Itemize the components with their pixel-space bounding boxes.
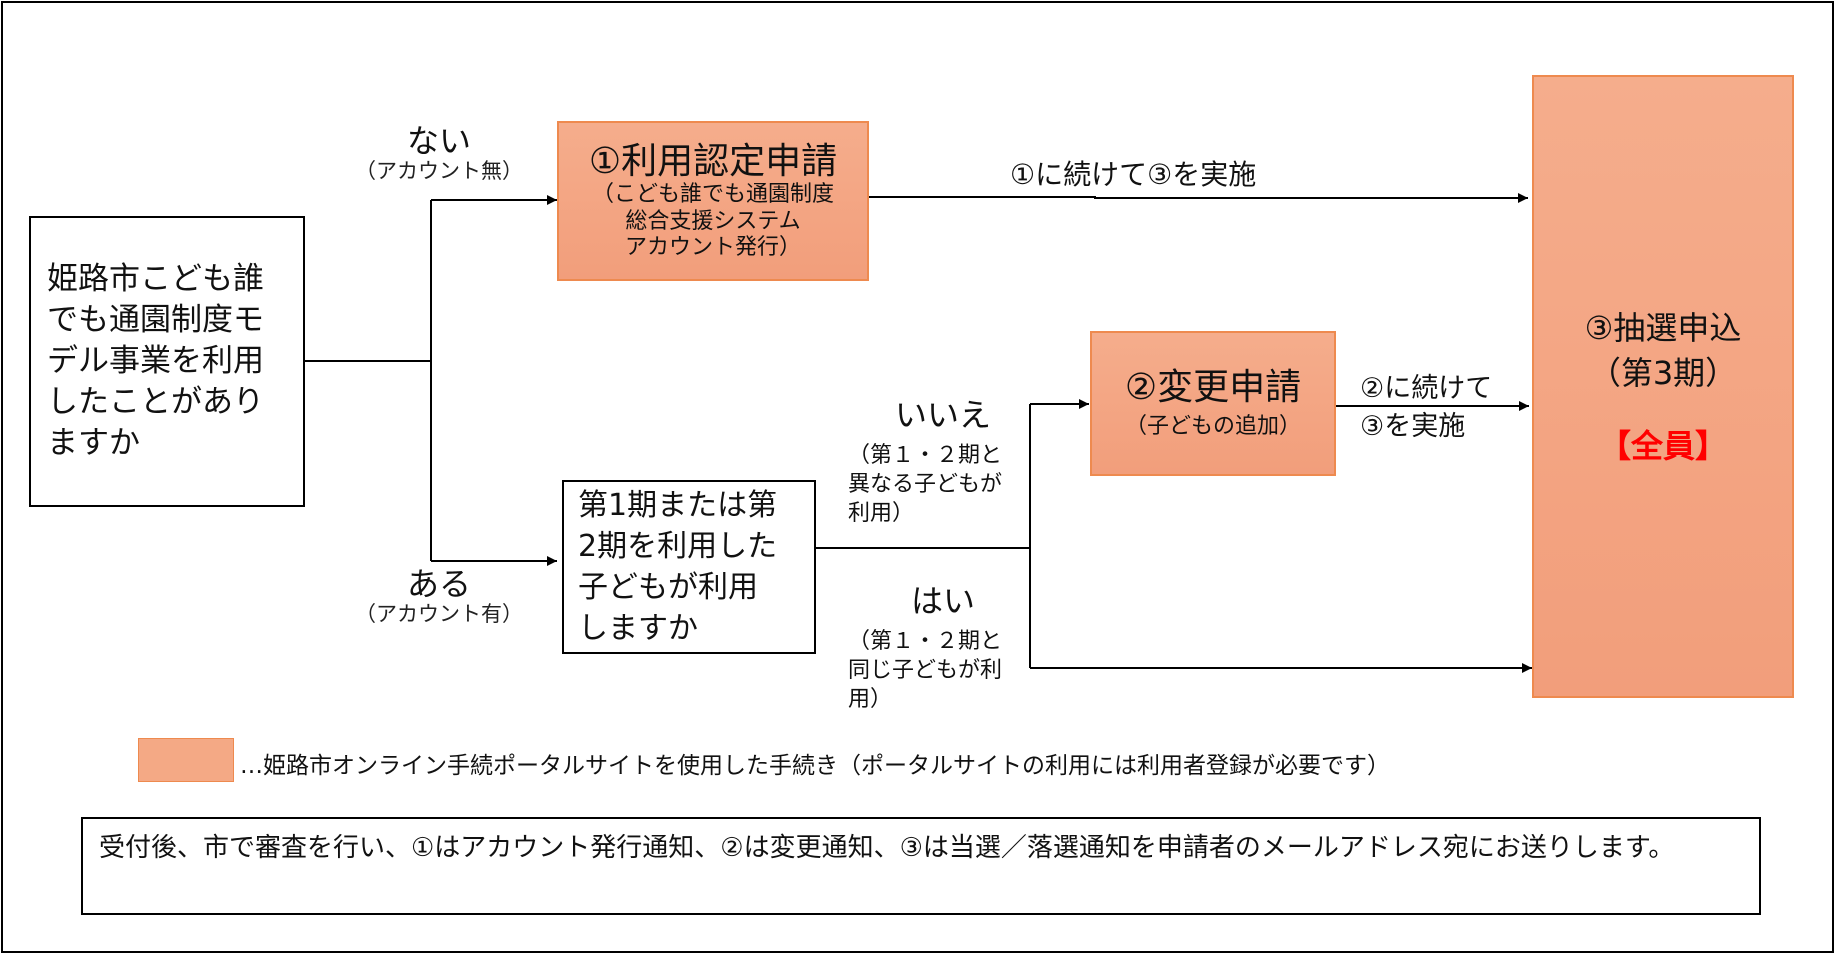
branch-no-text: ない — [406, 122, 471, 160]
second-question-line: 2期を利用した — [578, 529, 778, 564]
step2-change-application: ②変更申請 （子どもの追加） — [1090, 331, 1336, 476]
step2-subtitle: （子どもの追加） — [1124, 414, 1301, 439]
legend-text: …姫路市オンライン手続ポータルサイトを使用した手続き（ポータルサイトの利用には利… — [240, 753, 1390, 779]
step3-title-line: ③抽選申込 — [1584, 308, 1742, 347]
branch-yes-label: ある （アカウント有） — [355, 565, 523, 627]
step2-title: ②変更申請 — [1124, 366, 1302, 408]
second-question-box: 第1期または第 2期を利用した 子どもが利用 しますか — [562, 480, 816, 654]
branch-hai-condition-line: 用） — [848, 687, 893, 712]
edge2-label-line: ③を実施 — [1360, 411, 1466, 442]
branch-yes-text: ある — [406, 565, 471, 603]
step3-title-line: （第3期） — [1588, 353, 1738, 392]
branch-yes-subtext: （アカウント有） — [355, 602, 523, 627]
notice-box: 受付後、市で審査を行い、①はアカウント発行通知、②は変更通知、③は当選／落選通知… — [81, 817, 1761, 915]
step1-detail-line: 総合支援システム — [625, 208, 801, 234]
step1-title: ①利用認定申請 — [588, 140, 838, 182]
branch-iie-condition-line: （第１・２期と — [848, 443, 1003, 468]
second-question-line: 子どもが利用 — [578, 570, 758, 605]
second-question-line: 第1期または第 — [578, 488, 778, 523]
branch-hai-condition: （第１・２期と 同じ子どもが利 用） — [848, 627, 1002, 714]
branch-no-subtext: （アカウント無） — [355, 159, 523, 184]
branch-hai-condition-line: （第１・２期と — [848, 629, 1003, 654]
step1-detail-line: （こども誰でも通園制度 — [591, 182, 834, 208]
edge2-label: ②に続けて ③を実施 — [1360, 372, 1492, 444]
branch-iie-heading: いいえ — [894, 396, 991, 434]
start-question-line: したことがあり — [47, 384, 264, 420]
branch-hai-heading: はい — [910, 582, 975, 620]
step1-account-application: ①利用認定申請 （こども誰でも通園制度 総合支援システム アカウント発行） — [557, 121, 869, 281]
start-question-line: デル事業を利用 — [47, 343, 264, 379]
step3-highlight: 【全員】 — [1598, 427, 1727, 466]
branch-hai-condition-line: 同じ子どもが利 — [848, 658, 1003, 683]
start-question-box: 姫路市こども誰 でも通園制度モ デル事業を利用 したことがあり ますか — [29, 216, 305, 507]
branch-no-label: ない （アカウント無） — [355, 122, 523, 184]
step1-to-step3-arrow — [867, 193, 1528, 203]
edge1-label: ①に続けて③を実施 — [1010, 158, 1257, 191]
step1-detail-line: アカウント発行） — [624, 234, 801, 260]
start-question-line: ますか — [47, 425, 140, 461]
edge2-label-line: ②に続けて — [1360, 373, 1493, 404]
legend-swatch — [138, 738, 234, 782]
notice-text: 受付後、市で審査を行い、①はアカウント発行通知、②は変更通知、③は当選／落選通知… — [99, 833, 1675, 863]
branch-iie-condition-line: 利用） — [848, 501, 915, 526]
branch-iie-condition-line: 異なる子どもが — [848, 472, 1003, 497]
second-question-line: しますか — [578, 611, 698, 646]
start-question-line: 姫路市こども誰 — [47, 261, 264, 297]
step3-lottery-application: ③抽選申込 （第3期） 【全員】 — [1532, 75, 1794, 698]
start-question-line: でも通園制度モ — [47, 302, 264, 338]
branch-iie-condition: （第１・２期と 異なる子どもが 利用） — [848, 441, 1002, 528]
